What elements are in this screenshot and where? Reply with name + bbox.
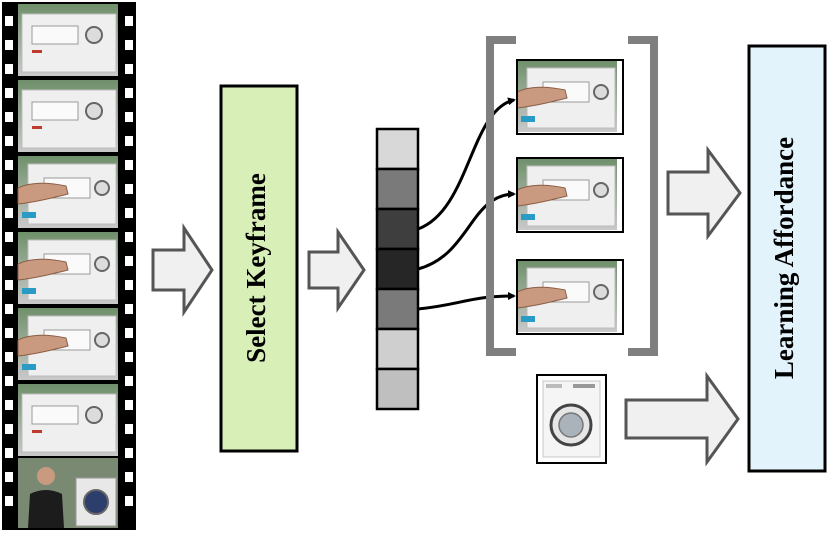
block-arrow-select-to-features <box>307 227 366 313</box>
film-sprocket-holes-right <box>125 16 133 506</box>
feature-cell-2 <box>375 167 420 211</box>
washing-machine-image <box>536 374 607 464</box>
block-arrow-film-to-select <box>151 223 214 317</box>
connector-to-keyframe-3 <box>417 292 516 311</box>
film-frame-6 <box>17 383 119 457</box>
film-sprocket-holes-left <box>5 16 13 506</box>
feature-cell-5 <box>375 287 420 331</box>
bracket-left <box>486 36 516 356</box>
learning-affordance-label: Learning Affordance <box>769 137 799 379</box>
select-keyframe-label: Select Keyframe <box>241 173 271 363</box>
selected-keyframe-1 <box>516 59 624 135</box>
keyframe-set-bracket <box>486 36 658 356</box>
feature-cell-6 <box>375 327 420 371</box>
feature-cell-3 <box>375 207 420 251</box>
feature-cell-4 <box>375 247 420 291</box>
block-arrow-appliance-to-affordance <box>624 371 740 467</box>
bracket-right <box>628 36 658 356</box>
feature-cell-1 <box>375 127 420 171</box>
feature-cell-7 <box>375 367 420 411</box>
film-frame-4 <box>17 231 119 305</box>
learning-affordance-box: Learning Affordance <box>747 44 827 473</box>
film-frame-5 <box>17 307 119 381</box>
film-frame-2 <box>17 79 119 153</box>
keyframe-connectors <box>417 97 516 311</box>
film-frames <box>17 3 119 528</box>
selected-keyframe-3 <box>516 259 624 335</box>
keyframe-feature-vector <box>375 127 420 411</box>
film-frame-3 <box>17 155 119 229</box>
film-frame-7-presenter <box>18 458 118 528</box>
connector-to-keyframe-1 <box>417 97 516 231</box>
select-keyframe-box: Select Keyframe <box>219 84 299 453</box>
selected-keyframe-2 <box>516 157 624 233</box>
film-frame-1 <box>17 3 119 77</box>
connector-to-keyframe-2 <box>417 190 516 271</box>
video-film-strip <box>2 2 136 530</box>
block-arrow-keyframes-to-affordance <box>666 145 742 241</box>
